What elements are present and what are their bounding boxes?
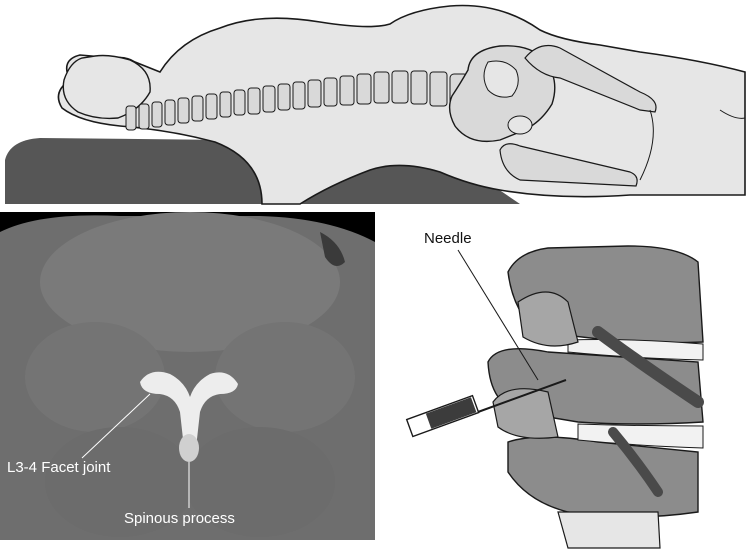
facet-joint-label: L3-4 Facet joint: [7, 459, 110, 476]
spinous-process-lower: [493, 389, 558, 439]
lateral-position-illustration: [0, 0, 747, 205]
obturator-foramen: [508, 116, 532, 134]
ct-spinous-tip: [179, 434, 199, 462]
ct-psoas-left: [25, 322, 165, 432]
spinous-process-label: Spinous process: [124, 510, 235, 527]
lower-vertebra: [508, 437, 698, 517]
head-support-pad: [5, 138, 262, 204]
lumbar-spine-illustration: Needle: [398, 212, 747, 554]
syringe: [407, 396, 479, 437]
sacral-base: [558, 512, 660, 548]
ct-psoas-right: [215, 322, 355, 432]
ct-axial-scan: L3-4 Facet joint Spinous process: [0, 212, 375, 540]
needle-label: Needle: [424, 230, 472, 247]
